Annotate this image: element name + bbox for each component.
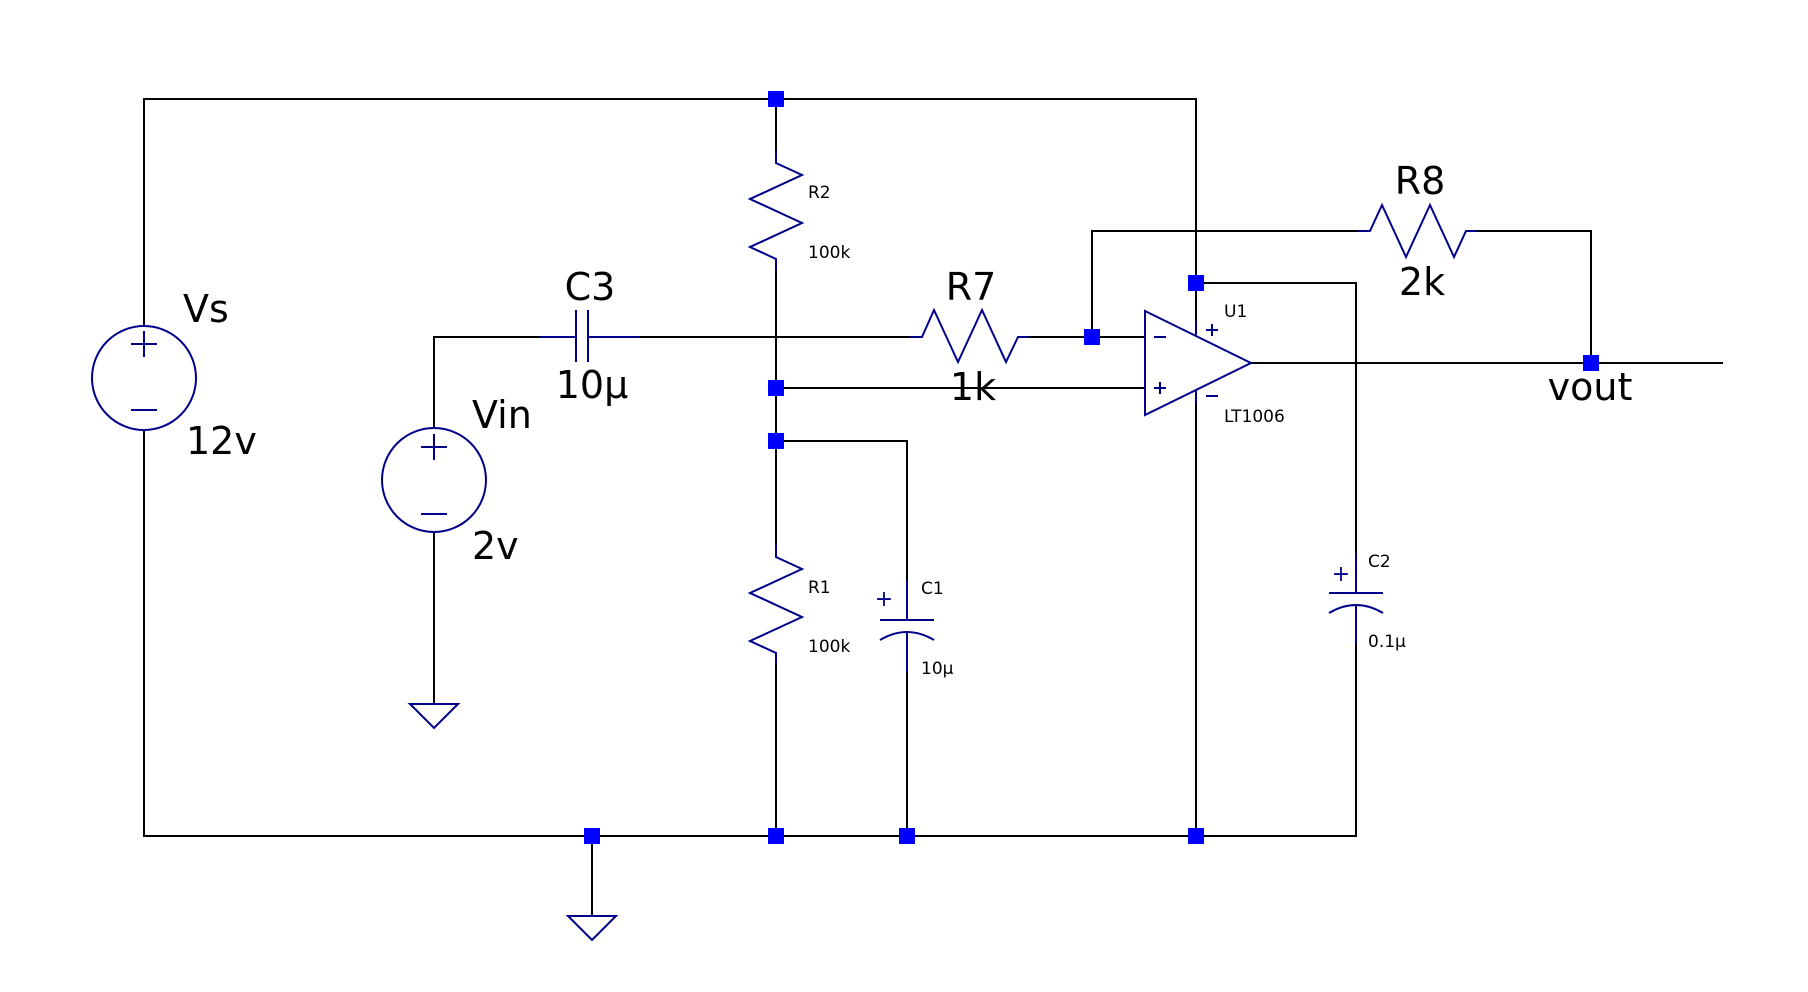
- junction-nodes: [584, 91, 1599, 844]
- wires: [143, 98, 1723, 917]
- opamp-triangle: [1144, 309, 1254, 417]
- ground-symbol-main: [565, 915, 619, 942]
- junction-node: [768, 828, 784, 844]
- r7-value-label: 1k: [950, 365, 996, 409]
- vs-name-label: Vs: [183, 287, 229, 331]
- u1-name-label: U1: [1224, 302, 1247, 322]
- c2-value-label: 0.1µ: [1368, 632, 1406, 652]
- junction-node: [768, 380, 784, 396]
- r8-value-label: 2k: [1399, 260, 1445, 304]
- ground-symbol-vin: [407, 703, 461, 730]
- c2-polarity-plus: +: [1332, 562, 1350, 587]
- r2-name-label: R2: [808, 183, 831, 203]
- resistor-r7: [910, 307, 1030, 365]
- capacitor-c2: +: [1328, 553, 1384, 645]
- resistor-r2: [747, 150, 805, 270]
- c2-name-label: C2: [1368, 552, 1391, 572]
- capacitor-c3: [540, 310, 640, 362]
- capacitor-c1: +: [875, 580, 935, 672]
- component-labels: Vs 12v Vin 2v C3 10µ R7 1k R8 2k vout R2…: [183, 159, 1632, 679]
- junction-node: [584, 828, 600, 844]
- vs-value-label: 12v: [186, 419, 257, 463]
- c3-name-label: C3: [565, 265, 616, 309]
- junction-node: [1084, 329, 1100, 345]
- r1-name-label: R1: [808, 578, 831, 598]
- voltage-source-vs: [91, 324, 197, 431]
- r8-name-label: R8: [1395, 159, 1446, 203]
- c1-value-label: 10µ: [921, 659, 954, 679]
- output-net-label: vout: [1548, 365, 1633, 409]
- resistor-r8: [1358, 202, 1478, 260]
- junction-node: [768, 433, 784, 449]
- vin-body: [381, 427, 487, 533]
- r2-value-label: 100k: [808, 243, 850, 263]
- c1-name-label: C1: [921, 579, 944, 599]
- c1-polarity-plus: +: [875, 587, 893, 612]
- junction-node: [768, 91, 784, 107]
- resistor-r1: [747, 544, 805, 664]
- u1-model-label: LT1006: [1224, 407, 1285, 427]
- junction-node: [1188, 275, 1204, 291]
- r7-name-label: R7: [946, 265, 997, 309]
- opamp-u1: [1144, 309, 1254, 417]
- junction-node: [1188, 828, 1204, 844]
- c3-value-label: 10µ: [556, 363, 629, 407]
- r1-value-label: 100k: [808, 637, 850, 657]
- junction-node: [899, 828, 915, 844]
- vin-value-label: 2v: [472, 524, 519, 568]
- voltage-source-vin: [381, 427, 487, 533]
- vs-body: [91, 325, 197, 431]
- vin-name-label: Vin: [472, 393, 532, 437]
- output-node: [1583, 355, 1599, 371]
